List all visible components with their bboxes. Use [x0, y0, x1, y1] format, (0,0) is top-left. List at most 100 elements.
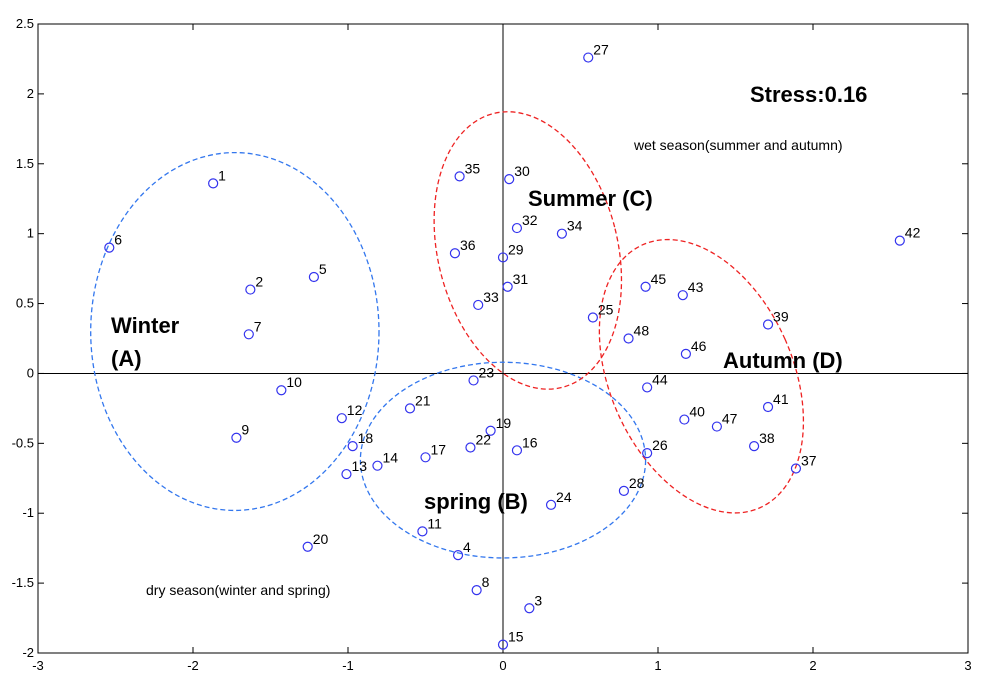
group-label-winter-line1: Winter [111, 313, 180, 338]
y-tick-label: 0 [27, 365, 34, 380]
data-point-18 [347, 441, 358, 452]
data-point-label-16: 16 [522, 434, 538, 450]
data-point-5 [308, 271, 319, 283]
data-point-label-28: 28 [629, 475, 645, 491]
data-point-label-15: 15 [508, 629, 524, 645]
x-tick-label: -1 [342, 658, 354, 673]
x-tick-label: -3 [32, 658, 44, 673]
data-point-label-20: 20 [313, 531, 329, 547]
data-point-label-45: 45 [651, 271, 667, 287]
data-point-label-33: 33 [483, 289, 499, 305]
data-point-label-43: 43 [688, 279, 704, 295]
data-point-label-12: 12 [347, 402, 363, 418]
data-point-14 [372, 460, 383, 471]
data-point-2 [245, 284, 256, 295]
data-point-10 [276, 385, 287, 396]
data-point-22 [465, 442, 476, 453]
data-point-34 [556, 228, 568, 239]
data-point-label-39: 39 [773, 309, 789, 325]
data-point-label-7: 7 [254, 318, 262, 334]
data-point-48 [623, 333, 634, 344]
data-point-label-34: 34 [567, 218, 583, 234]
data-point-label-5: 5 [319, 261, 327, 277]
data-point-1 [208, 178, 219, 189]
y-tick-label: -1 [22, 505, 34, 520]
y-tick-label: -1.5 [12, 575, 34, 590]
group-ellipse-4 [598, 238, 805, 514]
data-point-label-42: 42 [905, 225, 921, 241]
group-label-winter-line2: (A) [111, 346, 142, 371]
annotations: Winter (A) spring (B) Summer (C) Autumn … [111, 82, 867, 598]
data-point-label-40: 40 [689, 404, 705, 420]
data-point-28 [618, 485, 630, 496]
data-point-44 [642, 382, 653, 393]
data-point-label-8: 8 [482, 574, 490, 590]
data-point-label-13: 13 [351, 458, 367, 474]
x-tick-label: -2 [187, 658, 199, 673]
group-label-summer: Summer (C) [528, 186, 653, 211]
data-point-3 [524, 603, 535, 614]
data-point-39 [762, 319, 774, 330]
data-point-label-46: 46 [691, 338, 707, 354]
data-point-26 [642, 448, 653, 459]
data-point-label-30: 30 [514, 163, 530, 179]
data-point-9 [231, 432, 242, 443]
data-point-label-48: 48 [634, 323, 650, 339]
y-tick-label: 0.5 [16, 296, 34, 311]
data-point-label-2: 2 [255, 274, 263, 290]
data-point-label-37: 37 [801, 452, 817, 468]
data-point-label-18: 18 [358, 430, 374, 446]
wet-season-note: wet season(summer and autumn) [633, 137, 843, 153]
data-point-label-24: 24 [556, 489, 572, 505]
data-point-label-44: 44 [652, 371, 668, 387]
group-label-spring: spring (B) [424, 489, 528, 514]
data-point-42 [894, 235, 905, 246]
group-ellipse-2 [359, 361, 647, 559]
data-point-15 [497, 639, 509, 650]
dry-season-note: dry season(winter and spring) [146, 582, 330, 598]
data-point-label-35: 35 [465, 160, 481, 176]
data-point-label-21: 21 [415, 392, 431, 408]
y-tick-label: 1.5 [16, 156, 34, 171]
data-point-13 [341, 468, 352, 480]
group-ellipses [90, 111, 805, 559]
data-point-label-47: 47 [722, 411, 738, 427]
stress-label: Stress:0.16 [750, 82, 867, 107]
data-point-47 [711, 421, 723, 432]
data-point-37 [790, 463, 802, 474]
data-point-40 [679, 414, 690, 425]
data-point-19 [485, 425, 496, 436]
data-point-label-27: 27 [593, 42, 609, 58]
data-point-17 [420, 452, 431, 463]
data-point-12 [336, 413, 347, 424]
data-point-33 [473, 299, 484, 311]
y-tick-label: -2 [22, 645, 34, 660]
y-tick-label: 2.5 [16, 16, 34, 31]
data-point-label-11: 11 [427, 515, 442, 531]
data-point-20 [302, 541, 313, 552]
data-point-label-41: 41 [773, 391, 789, 407]
data-point-label-36: 36 [460, 237, 476, 253]
y-tick-label: 1 [27, 226, 34, 241]
data-point-label-6: 6 [114, 232, 122, 248]
data-point-45 [640, 281, 651, 292]
data-point-31 [502, 281, 513, 292]
data-point-label-22: 22 [475, 432, 491, 448]
data-point-label-1: 1 [218, 167, 226, 183]
data-point-36 [449, 248, 461, 259]
data-point-label-29: 29 [508, 241, 524, 257]
data-point-27 [583, 52, 594, 63]
data-point-35 [454, 171, 465, 182]
data-point-16 [511, 445, 523, 456]
data-point-label-31: 31 [513, 271, 529, 287]
data-point-29 [497, 252, 509, 263]
data-point-4 [452, 550, 464, 561]
data-point-7 [243, 329, 254, 340]
data-point-25 [587, 312, 599, 323]
data-point-label-3: 3 [534, 592, 542, 608]
data-point-11 [417, 526, 428, 537]
data-point-label-32: 32 [522, 212, 538, 228]
x-tick-label: 1 [654, 658, 661, 673]
